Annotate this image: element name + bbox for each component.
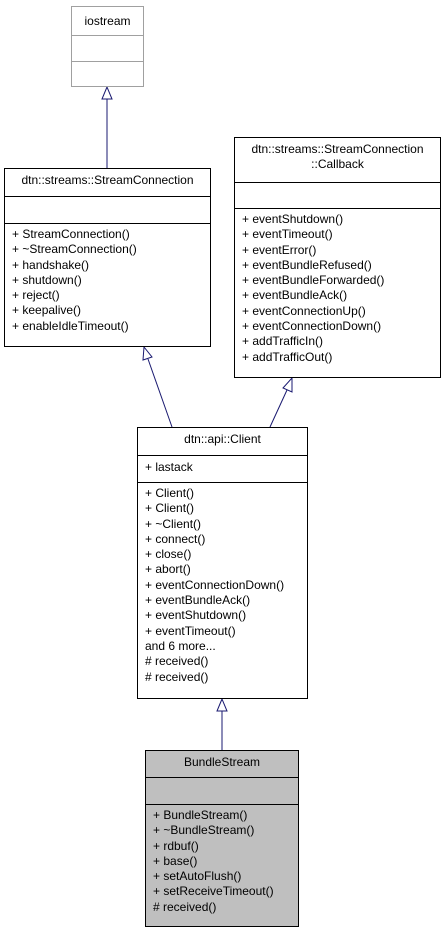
method-item: + shutdown()	[12, 272, 82, 287]
method-item: + BundleStream()	[153, 808, 248, 822]
method-item: + ~BundleStream()	[153, 823, 255, 838]
method-item: + eventBundleAck()	[145, 593, 251, 608]
method-item: + rdbuf()	[153, 838, 199, 853]
method-item: + handshake()	[12, 257, 90, 272]
method-item: + eventConnectionDown()	[242, 319, 382, 334]
attribute-item: + lastack	[145, 460, 193, 474]
attributes-section	[235, 182, 440, 208]
class-node-callback: dtn::streams::StreamConnection ::Callbac…	[234, 137, 441, 378]
class-title: dtn::streams::StreamConnection ::Callbac…	[251, 142, 424, 171]
class-node-client: dtn::api::Client + lastack + Client()+ C…	[137, 427, 308, 699]
method-item: + setAutoFlush()	[153, 869, 242, 884]
method-item: + StreamConnection()	[12, 227, 130, 241]
method-item: + enableIdleTimeout()	[12, 318, 129, 333]
methods-section: + BundleStream()+ ~BundleStream()+ rdbuf…	[146, 804, 298, 917]
class-node-bundle-stream: BundleStream + BundleStream()+ ~BundleSt…	[145, 750, 299, 927]
attributes-section	[5, 196, 210, 223]
attributes-section	[72, 35, 143, 61]
methods-section: + Client()+ Client()+ ~Client()+ connect…	[138, 482, 307, 687]
method-item: # received()	[153, 899, 217, 914]
edge-client-callback	[269, 389, 288, 428]
method-item: + eventBundleAck()	[242, 288, 348, 303]
method-item: + eventBundleForwarded()	[242, 273, 385, 288]
method-item: + reject()	[12, 288, 60, 303]
methods-section: + eventShutdown()+ eventTimeout()+ event…	[235, 208, 440, 367]
method-item: + close()	[145, 547, 192, 562]
methods-section: + StreamConnection()+ ~StreamConnection(…	[5, 223, 210, 336]
method-item: + abort()	[145, 562, 191, 577]
method-item: + keepalive()	[12, 303, 82, 318]
method-item: # received()	[145, 654, 209, 669]
attributes-section	[146, 777, 298, 804]
method-item: + connect()	[145, 531, 206, 546]
method-item: + eventConnectionUp()	[242, 303, 366, 318]
method-item: + Client()	[145, 501, 195, 516]
class-node-iostream: iostream	[71, 6, 144, 87]
method-item: + eventBundleRefused()	[242, 257, 372, 272]
method-item: + base()	[153, 853, 198, 868]
method-item: + ~StreamConnection()	[12, 242, 137, 257]
attributes-section: + lastack	[138, 455, 307, 482]
method-item: + eventTimeout()	[145, 623, 236, 638]
method-item: + Client()	[145, 486, 195, 500]
method-item: + setReceiveTimeout()	[153, 884, 274, 899]
arrowhead-iostream	[101, 85, 113, 100]
method-item: and 6 more...	[145, 638, 216, 653]
method-item: + eventTimeout()	[242, 227, 333, 242]
method-item: + eventShutdown()	[145, 608, 247, 623]
methods-section	[72, 61, 143, 86]
arrowhead-callback	[282, 376, 293, 393]
method-item: + addTrafficIn()	[242, 334, 324, 349]
method-item: + ~Client()	[145, 516, 202, 531]
class-title: dtn::streams::StreamConnection	[21, 173, 194, 187]
arrowhead-streamconnection	[142, 345, 153, 361]
method-item: + addTrafficOut()	[242, 349, 333, 364]
method-item: + eventShutdown()	[242, 212, 344, 226]
edge-client-streamconnection	[147, 358, 173, 428]
method-item: + eventConnectionDown()	[145, 577, 285, 592]
arrowhead-client	[216, 697, 228, 712]
method-item: + eventError()	[242, 242, 317, 257]
class-title: dtn::api::Client	[184, 432, 261, 446]
method-item: # received()	[145, 669, 209, 684]
class-title: BundleStream	[183, 755, 261, 769]
class-title: iostream	[84, 14, 131, 28]
class-node-stream-connection: dtn::streams::StreamConnection + StreamC…	[4, 168, 211, 347]
